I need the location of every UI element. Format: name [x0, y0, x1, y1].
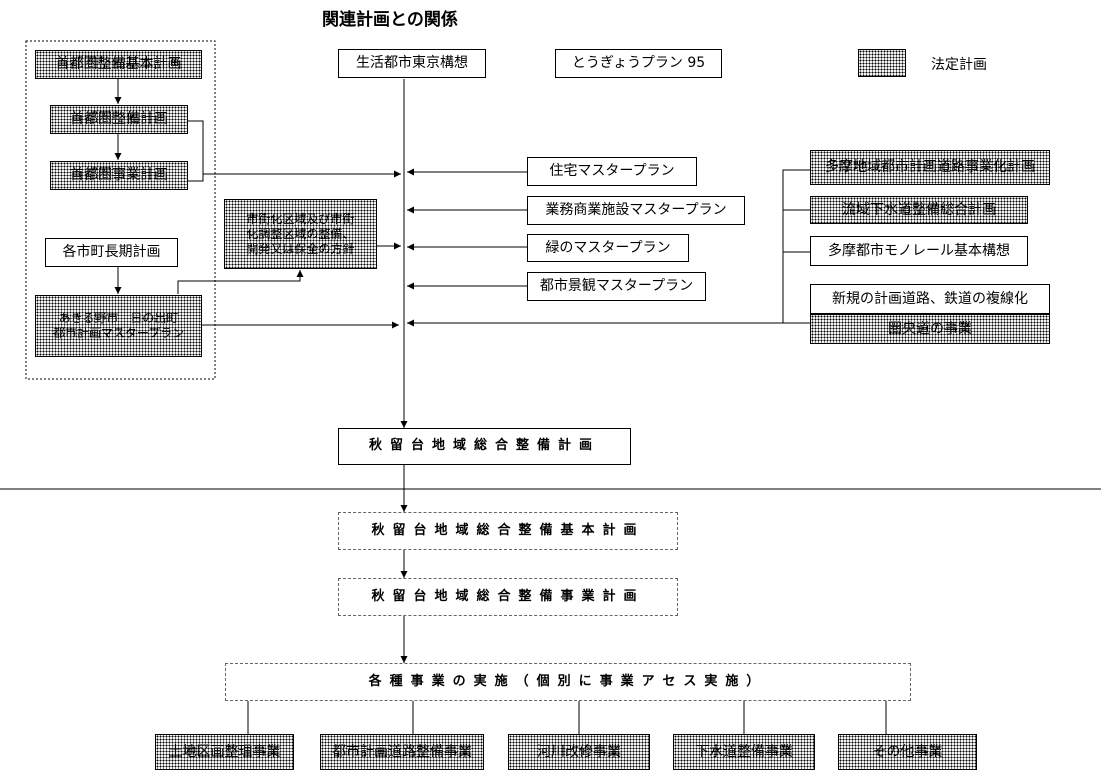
bracket-shutoken: [188, 120, 204, 182]
project-sonota: その他事業: [838, 734, 977, 770]
gyomu-master-box: 業務商業施設マスタープラン: [527, 196, 745, 225]
shutoken-jigyou-box: 首都圏事業計画: [50, 161, 188, 190]
project-gesuido: 下水道整備事業: [673, 734, 815, 770]
ryuiki-gesuido-box: 流域下水道整備総合計画: [810, 196, 1028, 224]
sogo-jigyou-keikaku-box: 秋留台地域総合整備事業計画: [338, 578, 678, 616]
jutaku-master-box: 住宅マスタープラン: [527, 157, 697, 186]
shutoken-kihon-label: 首都圏整備基本計画: [55, 56, 182, 73]
seikatsu-toshi-box: 生活都市東京構想: [338, 49, 486, 78]
project-label-3: 河川改修事業: [537, 743, 621, 760]
shigaika-hoshin-box: 市街化区域及び市街 化調整区域の整備、 開発又は保全の方針: [224, 199, 377, 269]
midori-master-box: 緑のマスタープラン: [527, 234, 689, 262]
keikan-master-box: 都市景観マスタープラン: [527, 272, 706, 301]
jigyou-jisshi-box: 各種事業の実施（個別に事業アセス実施）: [225, 663, 911, 701]
shutoken-seibi-label: 首都圏整備計画: [70, 111, 168, 128]
akiruno-line-1: あきる野市 日の出町: [58, 311, 179, 325]
shinki-doro-box: 新規の計画道路、鉄道の複線化: [810, 284, 1050, 314]
shigaika-line-3: 開発又は保全の方針: [246, 241, 355, 256]
kakushi-choki-box: 各市町長期計画: [45, 238, 178, 267]
ken-o-do-box: 圏央道の事業: [810, 314, 1050, 344]
monorail-box: 多摩都市モノレール基本構想: [810, 236, 1028, 266]
akiruno-master-box: あきる野市 日の出町 都市計画マスタープラン: [35, 295, 202, 357]
legend-label: 法定計画: [931, 57, 987, 73]
project-label-1: 土地区画整理事業: [168, 743, 281, 760]
sogo-kihon-keikaku-box: 秋留台地域総合整備基本計画: [338, 512, 678, 550]
shigaika-line-2: 化調整区域の整備、: [246, 226, 355, 241]
tama-doro-box: 多摩地域都市計画道路事業化計画: [810, 150, 1050, 185]
akiruno-line-2: 都市計画マスタープラン: [52, 326, 185, 340]
legend-swatch: [858, 49, 906, 77]
tougyou-plan-box: とうぎょうプラン 95: [555, 49, 722, 78]
project-label-4: 下水道整備事業: [695, 743, 793, 760]
right-bus: [782, 169, 810, 323]
project-tochi-kukaku: 土地区画整理事業: [155, 734, 294, 770]
shigaika-line-1: 市街化区域及び市街: [246, 211, 355, 226]
left-group-frame: [25, 40, 216, 380]
project-kasen: 河川改修事業: [508, 734, 650, 770]
shutoken-kihon-box: 首都圏整備基本計画: [35, 50, 202, 79]
ryuiki-gesuido-label: 流域下水道整備総合計画: [842, 201, 996, 218]
shutoken-seibi-box: 首都圏整備計画: [50, 105, 188, 134]
project-toshi-doro: 都市計画道路整備事業: [320, 734, 484, 770]
project-label-5: その他事業: [872, 743, 943, 760]
shutoken-jigyou-label: 首都圏事業計画: [70, 167, 168, 184]
project-label-2: 都市計画道路整備事業: [332, 743, 472, 760]
sogo-seibi-keikaku-box: 秋留台地域総合整備計画: [338, 428, 631, 465]
arrow-akiruno-to-shigaika: [177, 270, 304, 294]
tama-doro-label: 多摩地域都市計画道路事業化計画: [825, 159, 1035, 176]
diagram-title: 関連計画との関係: [322, 10, 458, 30]
ken-o-do-label: 圏央道の事業: [888, 320, 972, 337]
